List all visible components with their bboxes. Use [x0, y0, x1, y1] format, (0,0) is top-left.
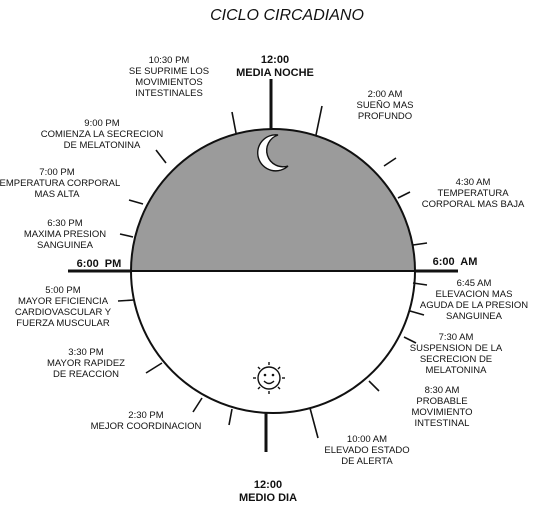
event-time: 8:30 AM: [425, 385, 460, 396]
event-ticks: [117, 105, 428, 439]
diagram-title: CICLO CIRCADIANO: [210, 7, 364, 24]
event-description-line: CORPORAL MAS BAJA: [422, 199, 525, 210]
tick-730am: [403, 336, 417, 344]
tick-4am: [383, 157, 397, 167]
event-description-line: INTESTINAL: [415, 418, 470, 429]
event-description-line: SE SUPRIME LOS: [129, 66, 209, 77]
event-description-line: PROFUNDO: [358, 111, 412, 122]
tick-230pm: [192, 397, 203, 413]
event-description-line: PROBABLE: [416, 396, 467, 407]
event-time: 2:30 PM: [128, 410, 163, 421]
tick-2am: [315, 105, 323, 136]
tick-10am: [309, 407, 319, 439]
event-description-line: MAXIMA PRESION: [24, 229, 106, 240]
event-description-line: MEJOR COORDINACION: [91, 421, 202, 432]
tick-2pm: [228, 408, 233, 426]
tick-7pm: [128, 199, 144, 205]
tick-530am: [412, 242, 428, 246]
event-time: 7:30 AM: [439, 332, 474, 343]
event-description-line: AGUDA DE LA PRESION: [420, 300, 528, 311]
event-time: 4:30 AM: [456, 177, 491, 188]
event-description-line: SANGUINEA: [446, 311, 503, 322]
event-description-line: SECRECION DE: [420, 354, 492, 365]
event-description-line: ELEVACION MAS: [436, 289, 513, 300]
event-time: 10:30 PM: [149, 55, 190, 66]
event-time: 10:00 AM: [347, 434, 387, 445]
night-half: [129, 128, 417, 272]
event-time: 9:00 PM: [84, 118, 119, 129]
event-description-line: DE MELATONINA: [64, 140, 141, 151]
tick-1030pm: [231, 111, 237, 134]
event-description-line: SANGUINEA: [37, 240, 94, 251]
event-description-line: TEMPERATURA CORPORAL: [0, 178, 120, 189]
tick-430am: [397, 191, 411, 199]
event-time: 2:00 AM: [368, 89, 403, 100]
event-description-line: MOVIMIENTOS: [135, 77, 202, 88]
day-half: [129, 270, 417, 414]
event-description-line: TEMPERATURA: [437, 188, 509, 199]
midnight-label: MEDIA NOCHE: [236, 67, 314, 79]
event-description-line: DE REACCION: [53, 369, 119, 380]
midnight-time: 12:00: [261, 54, 289, 66]
event-time: 6:30 PM: [47, 218, 82, 229]
event-description-line: DE ALERTA: [341, 456, 393, 467]
crescent-moon-icon: [257, 134, 289, 172]
event-description-line: FUERZA MUSCULAR: [16, 318, 110, 329]
tick-330pm: [145, 362, 163, 374]
event-description-line: SUSPENSION DE LA: [410, 343, 503, 354]
event-description-line: MAYOR EFICIENCIA: [18, 296, 109, 307]
tick-5pm: [117, 299, 135, 302]
tick-645am: [412, 282, 428, 286]
six-am-label: 6:00 AM: [433, 256, 478, 268]
event-description-line: CARDIOVASCULAR Y: [15, 307, 112, 318]
event-description-line: ELEVADO ESTADO: [324, 445, 409, 456]
event-description-line: MOVIMIENTO: [411, 407, 472, 418]
event-time: 6:45 AM: [457, 278, 492, 289]
six-pm-label: 6:00 PM: [77, 258, 122, 270]
event-description-line: MAYOR RAPIDEZ: [47, 358, 125, 369]
smiling-sun-icon: [253, 362, 285, 394]
event-description-line: COMIENZA LA SECRECION: [41, 129, 164, 140]
noon-time: 12:00: [254, 479, 282, 491]
event-description-line: MAS ALTA: [34, 189, 80, 200]
tick-715am: [409, 310, 425, 316]
event-time: 5:00 PM: [45, 285, 80, 296]
event-description-line: INTESTINALES: [135, 88, 203, 99]
event-description-line: MELATONINA: [426, 365, 488, 376]
tick-830am: [368, 380, 380, 392]
event-time: 3:30 PM: [68, 347, 103, 358]
noon-label: MEDIO DIA: [239, 492, 297, 504]
event-time: 7:00 PM: [39, 167, 74, 178]
tick-630pm: [119, 233, 134, 238]
tick-9pm: [155, 149, 167, 164]
event-description-line: SUEÑO MAS: [356, 100, 413, 111]
